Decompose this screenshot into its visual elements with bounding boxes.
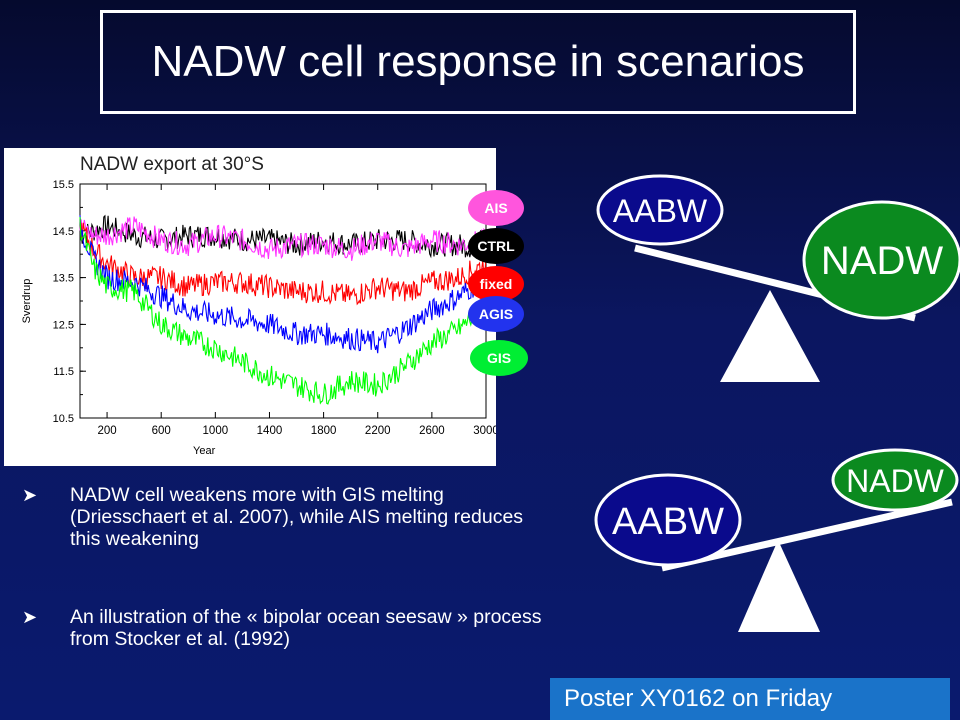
- x-axis-label: Year: [193, 445, 216, 457]
- legend-gis: GIS: [470, 340, 528, 376]
- y-tick-label: 15.5: [53, 179, 74, 191]
- legend-agis-label: AGIS: [478, 306, 514, 322]
- poster-text: Poster XY0162 on Friday: [564, 685, 833, 712]
- bullet-item: ➤ An illustration of the « bipolar ocean…: [22, 606, 542, 650]
- y-tick-label: 10.5: [53, 413, 74, 425]
- poster-banner: Poster XY0162 on Friday: [550, 678, 950, 720]
- title-box: NADW cell response in scenarios: [100, 10, 856, 114]
- chart-panel: 10.5 11.5 12.5 13.5 14.5 15.5 200 600 1000 1400 18…: [4, 148, 496, 466]
- series-line-ais: [79, 216, 487, 261]
- x-tick-label: 3000: [473, 425, 496, 437]
- x-tick-label: 1400: [257, 425, 283, 437]
- legend-agis: AGIS: [468, 296, 524, 332]
- x-tick-label: 2200: [365, 425, 391, 437]
- series-line-agis: [79, 215, 487, 354]
- arrow-bullet-icon: ➤: [22, 485, 38, 505]
- x-tick-label: 1800: [311, 425, 337, 437]
- nadw-blob: NADW: [831, 448, 959, 512]
- x-tick-label: 2600: [419, 425, 445, 437]
- seesaw-top: AABW NADW: [560, 170, 960, 390]
- y-tick-label: 12.5: [53, 319, 74, 331]
- x-tick-label: 1000: [203, 425, 229, 437]
- y-tick-label: 11.5: [53, 366, 74, 378]
- aabw-label: AABW: [612, 501, 724, 543]
- legend-gis-label: GIS: [486, 350, 512, 366]
- x-tick-label: 600: [152, 425, 171, 437]
- y-tick-label: 13.5: [53, 273, 74, 285]
- y-axis-label: Sverdrup: [21, 279, 33, 324]
- aabw-label: AABW: [613, 193, 708, 229]
- y-tick-label: 14.5: [53, 226, 74, 238]
- arrow-bullet-icon: ➤: [22, 607, 38, 627]
- bullet-list: ➤ NADW cell weakens more with GIS meltin…: [22, 484, 542, 650]
- slide-title: NADW cell response in scenarios: [151, 37, 805, 86]
- legend-fixed-label: fixed: [479, 276, 513, 292]
- legend-ctrl-label: CTRL: [477, 238, 515, 254]
- bullet-text: An illustration of the « bipolar ocean s…: [70, 606, 542, 650]
- chart-title: NADW export at 30°S: [80, 154, 264, 175]
- legend-ais-label: AIS: [484, 200, 508, 216]
- fulcrum: [720, 290, 820, 382]
- legend-ais: AIS: [468, 190, 524, 226]
- nadw-blob: NADW: [802, 200, 960, 320]
- bullet-text: NADW cell weakens more with GIS melting …: [70, 484, 524, 550]
- series-line-gis: [79, 216, 487, 405]
- series-line-fixed: [79, 220, 487, 306]
- line-chart: 10.5 11.5 12.5 13.5 14.5 15.5 200 600 1000 1400 18…: [21, 179, 496, 457]
- nadw-label: NADW: [821, 239, 943, 283]
- aabw-blob: AABW: [596, 174, 724, 246]
- fulcrum: [738, 540, 820, 632]
- legend-ctrl: CTRL: [468, 228, 524, 264]
- x-tick-label: 200: [97, 425, 116, 437]
- plot-frame: [79, 183, 487, 419]
- seesaw-bottom: AABW NADW: [560, 440, 960, 640]
- aabw-blob: AABW: [594, 473, 742, 567]
- nadw-label: NADW: [846, 463, 945, 499]
- bullet-item: ➤ NADW cell weakens more with GIS meltin…: [22, 484, 542, 550]
